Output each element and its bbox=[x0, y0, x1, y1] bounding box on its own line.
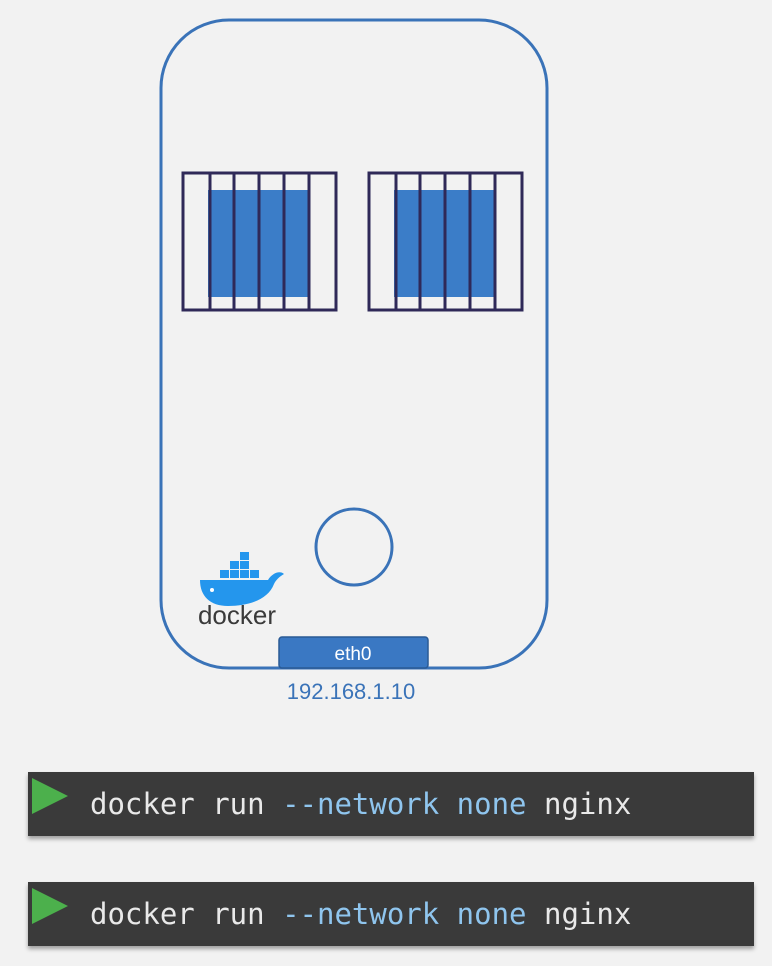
container-2 bbox=[367, 171, 524, 312]
cmd-flag: --network bbox=[282, 897, 440, 931]
command-bar-2: docker run --network none nginx bbox=[28, 882, 754, 946]
play-icon[interactable] bbox=[32, 888, 68, 924]
cmd-image: nginx bbox=[543, 897, 632, 931]
docker-logo-text: docker bbox=[198, 600, 276, 630]
cmd-value: none bbox=[456, 897, 527, 931]
cmd-base: docker run bbox=[90, 897, 283, 931]
cmd-flag: --network bbox=[282, 787, 440, 821]
play-icon[interactable] bbox=[32, 778, 68, 814]
command-bar-1: docker run --network none nginx bbox=[28, 772, 754, 836]
network-namespace-circle bbox=[314, 507, 394, 587]
command-text-2: docker run --network none nginx bbox=[90, 896, 631, 932]
eth0-label: eth0 bbox=[335, 644, 372, 665]
host-ip-address: 192.168.1.10 bbox=[287, 679, 415, 704]
docker-logo: docker bbox=[198, 552, 284, 630]
eth0-interface bbox=[278, 636, 429, 669]
cmd-image: nginx bbox=[543, 787, 632, 821]
container-1-cage bbox=[181, 171, 338, 312]
command-text-1: docker run --network none nginx bbox=[90, 786, 631, 822]
docker-host-outline bbox=[159, 18, 549, 670]
cmd-value: none bbox=[456, 787, 527, 821]
container-1 bbox=[181, 171, 338, 312]
cmd-base: docker run bbox=[90, 787, 283, 821]
docker-whale-icon bbox=[200, 552, 284, 606]
container-2-cage bbox=[367, 171, 524, 312]
